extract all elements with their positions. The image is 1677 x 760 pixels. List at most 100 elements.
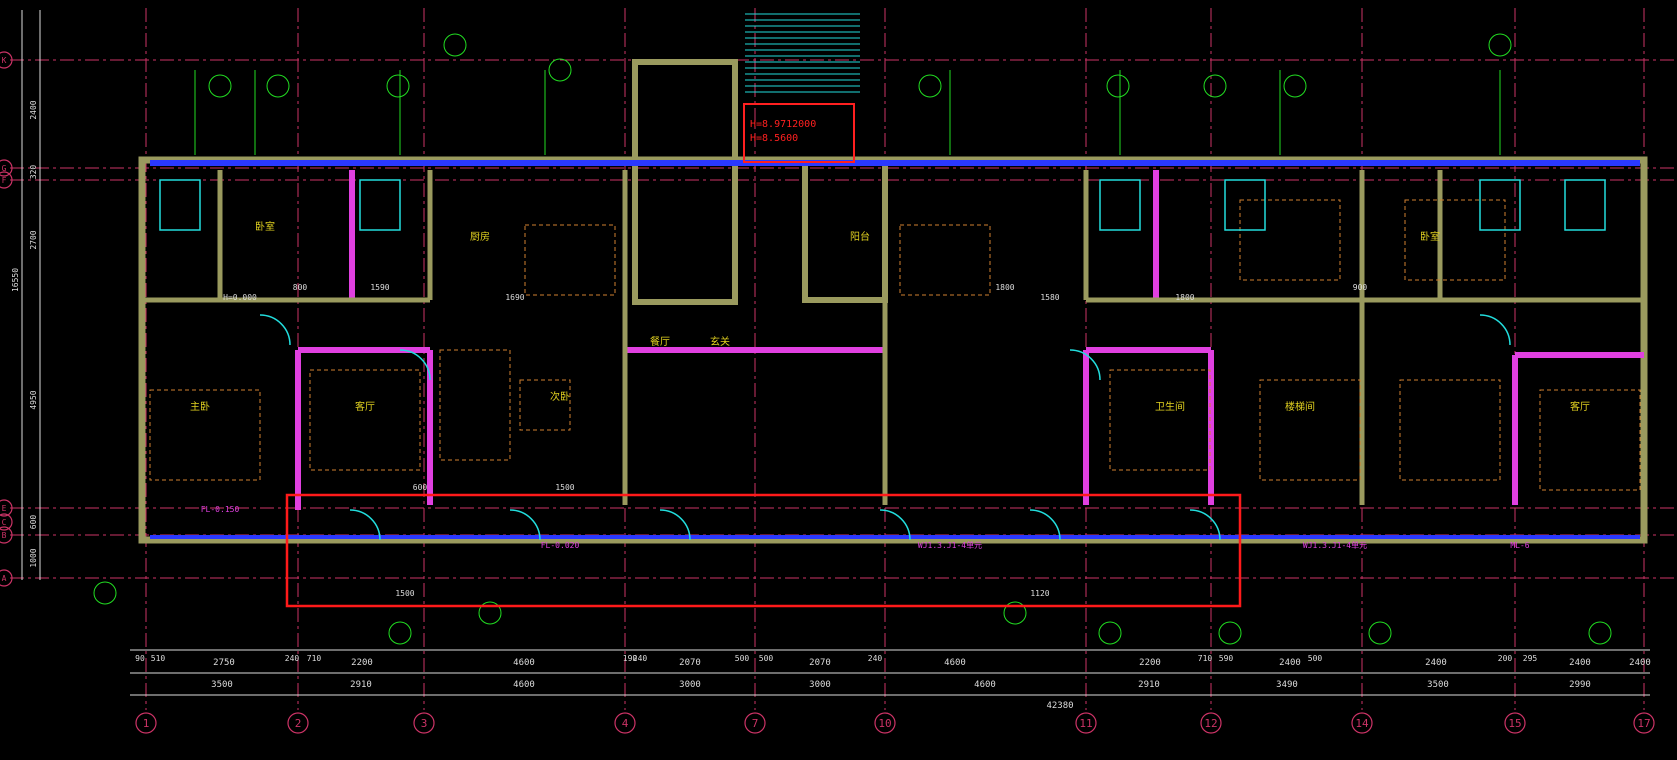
axis-bubble-12[interactable] — [1200, 712, 1222, 734]
door-swing — [1069, 349, 1101, 381]
axis-bubble-left-F[interactable] — [0, 171, 13, 189]
axis-bubble-3[interactable] — [413, 712, 435, 734]
door-swing — [879, 509, 911, 541]
furniture-outline — [519, 379, 571, 431]
furniture-outline — [439, 349, 511, 461]
axis-bubble-left-K[interactable] — [0, 51, 13, 69]
callout-bubble — [1098, 621, 1122, 645]
dimension-text-vertical: 2700 — [29, 230, 38, 249]
room-label: 卫生间 — [1155, 400, 1185, 413]
annotation-text: 800 — [293, 283, 308, 292]
selection-box[interactable] — [285, 493, 1242, 608]
annotation-text: 600 — [413, 483, 428, 492]
wall-layer — [138, 59, 1648, 544]
axis-bubble-7[interactable] — [744, 712, 766, 734]
elevation-top: H=8.9712000 — [750, 119, 816, 130]
annotation-text: 1800 — [1175, 293, 1194, 302]
furniture-outline — [1539, 389, 1641, 491]
callout-bubble — [388, 621, 412, 645]
dimension-text-partial: 200 — [1498, 654, 1513, 663]
callout-bubble — [478, 601, 502, 625]
dimension-text-row1: 2400 — [1569, 658, 1591, 668]
dimension-text-row2: 3500 — [1427, 680, 1449, 690]
axis-bubble-15[interactable] — [1504, 712, 1526, 734]
annotation-text: WJ1.3.J1-4单元 — [918, 540, 982, 550]
annotation-text: 1690 — [505, 293, 524, 302]
callout-bubble — [1218, 621, 1242, 645]
dimension-text-partial: 295 — [1523, 654, 1538, 663]
axis-bubble-17[interactable] — [1633, 712, 1655, 734]
annotation-text: WJ1.3.J1-4单元 — [1303, 540, 1367, 550]
dimension-text-row1: 2070 — [809, 658, 831, 668]
axis-label-left-K: K — [2, 56, 7, 65]
axis-bubble-left-C[interactable] — [0, 513, 13, 531]
room-label: 玄关 — [710, 335, 730, 348]
axis-bubble-2[interactable] — [287, 712, 309, 734]
room-label: 客厅 — [1570, 400, 1590, 413]
dimension-text-row1: 4600 — [513, 658, 535, 668]
room-label: 卧室 — [255, 220, 275, 233]
dimension-text-row1: 2200 — [351, 658, 373, 668]
annotation-text: FL-0.150 — [201, 505, 240, 514]
axis-bubble-1[interactable] — [135, 712, 157, 734]
furniture-outline — [1109, 369, 1211, 471]
axis-bubble-10[interactable] — [874, 712, 896, 734]
dimension-text-row2: 4600 — [513, 680, 535, 690]
callout-bubble — [548, 58, 572, 82]
dimension-text-row2: 3500 — [211, 680, 233, 690]
elevation-box — [743, 103, 855, 163]
axis-bubble-left-A[interactable] — [0, 569, 13, 587]
annotation-text: 1500 — [555, 483, 574, 492]
axis-bubble-4[interactable] — [614, 712, 636, 734]
axis-label-left-A: A — [2, 574, 7, 583]
dimension-text-row2: 3000 — [809, 680, 831, 690]
furniture-outline — [899, 224, 991, 296]
dimension-text-partial: 710 — [1198, 654, 1213, 663]
axis-bubble-left-B[interactable] — [0, 526, 13, 544]
stair-core-wall — [632, 59, 738, 305]
axis-label-left-B: B — [2, 531, 7, 540]
axis-label-17: 17 — [1637, 717, 1650, 730]
door-swing — [1189, 509, 1221, 541]
axis-label-left-G: G — [2, 164, 7, 173]
axis-label-11: 11 — [1079, 717, 1092, 730]
axis-label-14: 14 — [1355, 717, 1369, 730]
door-swing — [659, 509, 691, 541]
dimension-text-partial: 240 — [633, 654, 648, 663]
dimension-text-partial: 190 — [623, 654, 638, 663]
dimension-text-partial: 710 — [307, 654, 322, 663]
sanitary-fixture — [159, 179, 201, 231]
dimension-text-row2: 2990 — [1569, 680, 1591, 690]
axis-label-left-E: E — [2, 504, 7, 513]
room-label: 厨房 — [470, 230, 490, 243]
room-label: 主卧 — [190, 400, 210, 413]
dimension-text-vertical: 600 — [29, 515, 38, 530]
axis-label-7: 7 — [752, 717, 759, 730]
sanitary-fixture — [1479, 179, 1521, 231]
dimension-text-partial: 500 — [1308, 654, 1323, 663]
axis-bubble-left-G[interactable] — [0, 159, 13, 177]
callout-bubble — [1588, 621, 1612, 645]
callout-bubble — [918, 74, 942, 98]
dimension-text-partial: 90 — [135, 654, 145, 663]
callout-bubble — [1283, 74, 1307, 98]
callout-bubble — [1488, 33, 1512, 57]
axis-label-3: 3 — [421, 717, 428, 730]
room-label: 楼梯间 — [1285, 400, 1315, 413]
annotation-text: 1580 — [1040, 293, 1059, 302]
dimension-text-row1: 2070 — [679, 658, 701, 668]
dimension-text-partial: 240 — [868, 654, 883, 663]
dimension-text-partial: 500 — [735, 654, 750, 663]
axis-label-12: 12 — [1204, 717, 1217, 730]
dimension-text-row1: 4600 — [944, 658, 966, 668]
axis-bubble-14[interactable] — [1351, 712, 1373, 734]
annotation-text: 1590 — [370, 283, 389, 292]
axis-bubble-11[interactable] — [1075, 712, 1097, 734]
window-strip-south — [150, 535, 1640, 539]
annotation-text: 900 — [1353, 283, 1368, 292]
axis-bubble-left-E[interactable] — [0, 499, 13, 517]
